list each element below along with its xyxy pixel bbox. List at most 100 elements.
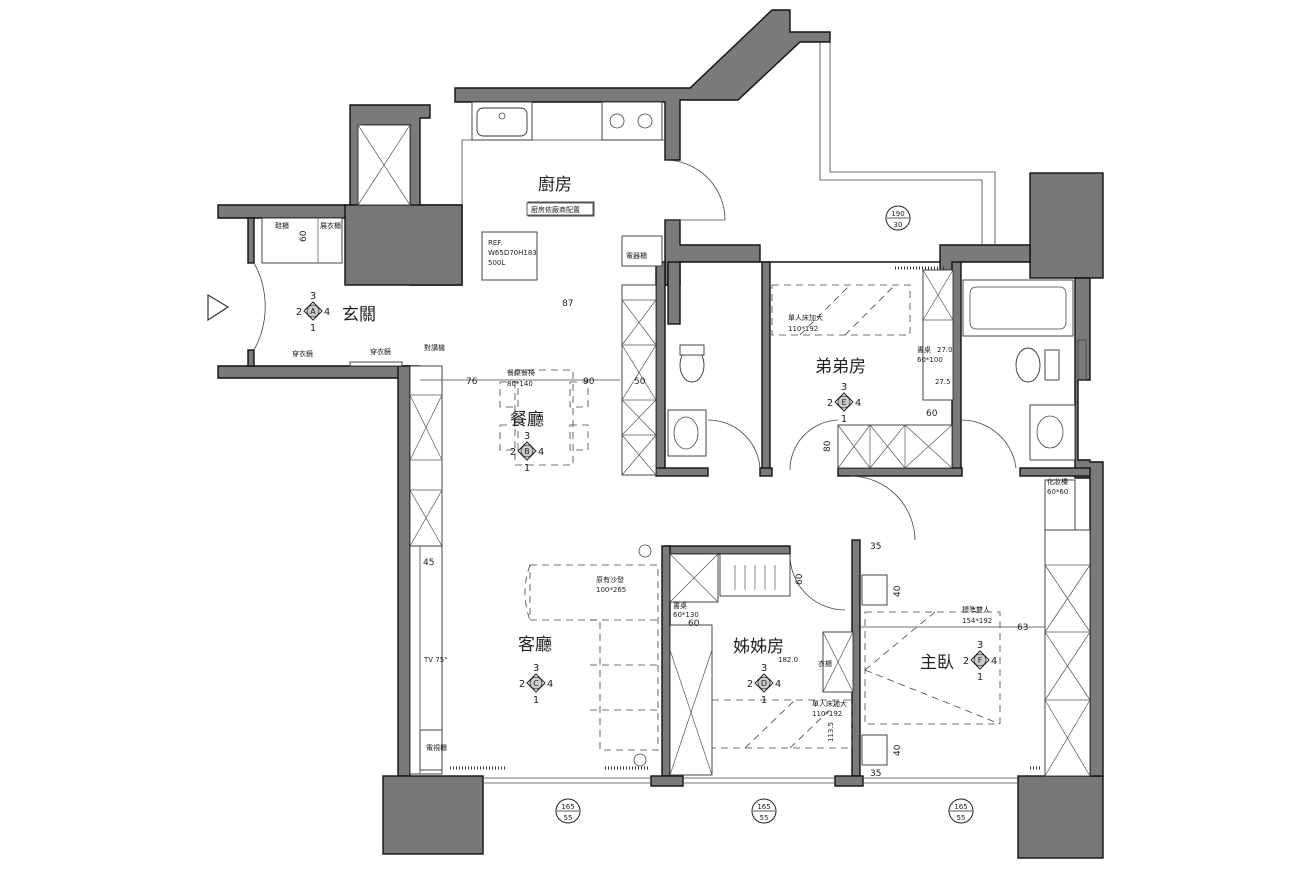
fridge-line1: REF. (488, 239, 502, 247)
sister-bed (711, 699, 853, 749)
top-wall (454, 9, 831, 161)
room-dining: 餐廳 (510, 410, 544, 430)
dim-87: 87 (562, 299, 573, 309)
tv-label: TV 75" (423, 656, 447, 664)
entrance-bottom-wall (217, 365, 421, 379)
entrance-top-wall (217, 204, 351, 219)
sister-room (669, 553, 854, 776)
sister-left-wall (661, 545, 671, 777)
bath1-bottom-b (759, 467, 773, 477)
dining-table (514, 369, 574, 466)
room-brother: 弟弟房 (815, 357, 866, 377)
brother-desk-l2: 60*100 (917, 356, 943, 364)
window-tag-bottom: 30 (894, 221, 903, 229)
small-note-2: 27.5 (935, 378, 951, 386)
room-sister: 姊姊房 (733, 637, 784, 657)
appliance-cab-label: 電器櫃 (626, 251, 647, 260)
marker-left: 2 (296, 307, 302, 318)
marker-bottom: 1 (524, 463, 530, 474)
sofa-l2: 100*265 (596, 586, 626, 594)
marker-top: 3 (533, 663, 539, 674)
makeup-l1: 化妝檯 (1047, 477, 1068, 486)
marker-top: 3 (841, 382, 847, 393)
coat-cab-top-label: 展衣櫃 (320, 221, 341, 230)
dining-table-l2: 80*140 (507, 380, 533, 388)
master-wardrobe (1044, 529, 1091, 777)
brother-wardrobe (922, 269, 954, 401)
sister-desk-l1: 書桌 (673, 601, 687, 610)
dim-35b: 35 (870, 769, 881, 779)
dim-80: 80 (823, 440, 833, 452)
master-room (860, 479, 1091, 777)
entrance-bottom-post (247, 349, 255, 367)
coat-cab2-label: 穿衣鏡 (370, 347, 391, 356)
appliance-cabinet (621, 235, 663, 267)
bath1-bottom (655, 467, 709, 477)
dim-60a: 60 (299, 230, 309, 242)
dining-table-l1: 餐桌餐椅 (507, 368, 535, 377)
entrance-fixtures (261, 124, 411, 367)
tv-cab-label: 電視櫃 (426, 743, 447, 752)
sister-desk-l2: 60*130 (673, 611, 699, 619)
marker-id: B (524, 447, 530, 456)
stove (601, 101, 663, 141)
dim-60c: 60 (795, 573, 805, 585)
dim-60b: 60 (926, 409, 938, 419)
master-bed (864, 611, 1001, 725)
walls (217, 9, 1104, 859)
dim-63: 63 (1017, 623, 1028, 633)
toilet-2 (1015, 347, 1041, 383)
marker-right: 4 (538, 447, 544, 458)
living-left-wall (397, 365, 411, 777)
sister-bed-l2: 110*192 (812, 710, 842, 718)
marker-bottom: 1 (977, 672, 983, 683)
dim-45: 45 (423, 558, 434, 568)
bath1-left-wall (655, 261, 666, 475)
marker-top: 3 (761, 663, 767, 674)
marker-left: 2 (963, 656, 969, 667)
brother-desk-l1: 書桌 (917, 345, 931, 354)
entrance-left-post (247, 217, 255, 264)
column-bottom-left (382, 775, 484, 855)
dim-40b: 40 (893, 744, 903, 756)
sofa-l1: 原有沙發 (596, 575, 624, 584)
dim-40a: 40 (893, 585, 903, 597)
sofa (529, 564, 659, 751)
kitchen-note: 廚房依廠商配置 (531, 205, 580, 214)
dim-50: 50 (634, 377, 646, 387)
brother-bed-l2: 110*192 (788, 325, 818, 333)
marker-bottom: 1 (310, 323, 316, 334)
room-living: 客廳 (518, 635, 552, 655)
marker-id: D (761, 679, 767, 688)
kitchen-fixtures (471, 101, 663, 476)
right-wall (1074, 277, 1104, 777)
small-note-4: 113.5 (827, 722, 835, 742)
room-kitchen: 廚房 (538, 174, 572, 195)
fridge (481, 231, 538, 281)
basin-2 (1029, 404, 1076, 461)
bathtub (962, 279, 1074, 337)
makeup-l2: 60*60 (1047, 488, 1068, 496)
bedroom-top-wall (664, 219, 1031, 286)
master-bed-l2: 154*192 (962, 617, 992, 625)
marker-left: 2 (510, 447, 516, 458)
column-top-right (1029, 172, 1104, 279)
window-tag-top: 165 (757, 803, 770, 811)
bottom-wall-1 (650, 775, 684, 787)
marker-bottom: 1 (841, 414, 847, 425)
marker-bottom: 1 (761, 695, 767, 706)
makeup-table (1044, 479, 1076, 531)
sister-bed-l1: 單人床加大 (812, 699, 847, 708)
window-tag-top: 165 (954, 803, 967, 811)
room-master: 主臥 (920, 653, 954, 673)
marker-id: F (978, 656, 983, 665)
brother-room (771, 266, 954, 469)
fridge-line2: W65D70H183 (488, 249, 537, 257)
